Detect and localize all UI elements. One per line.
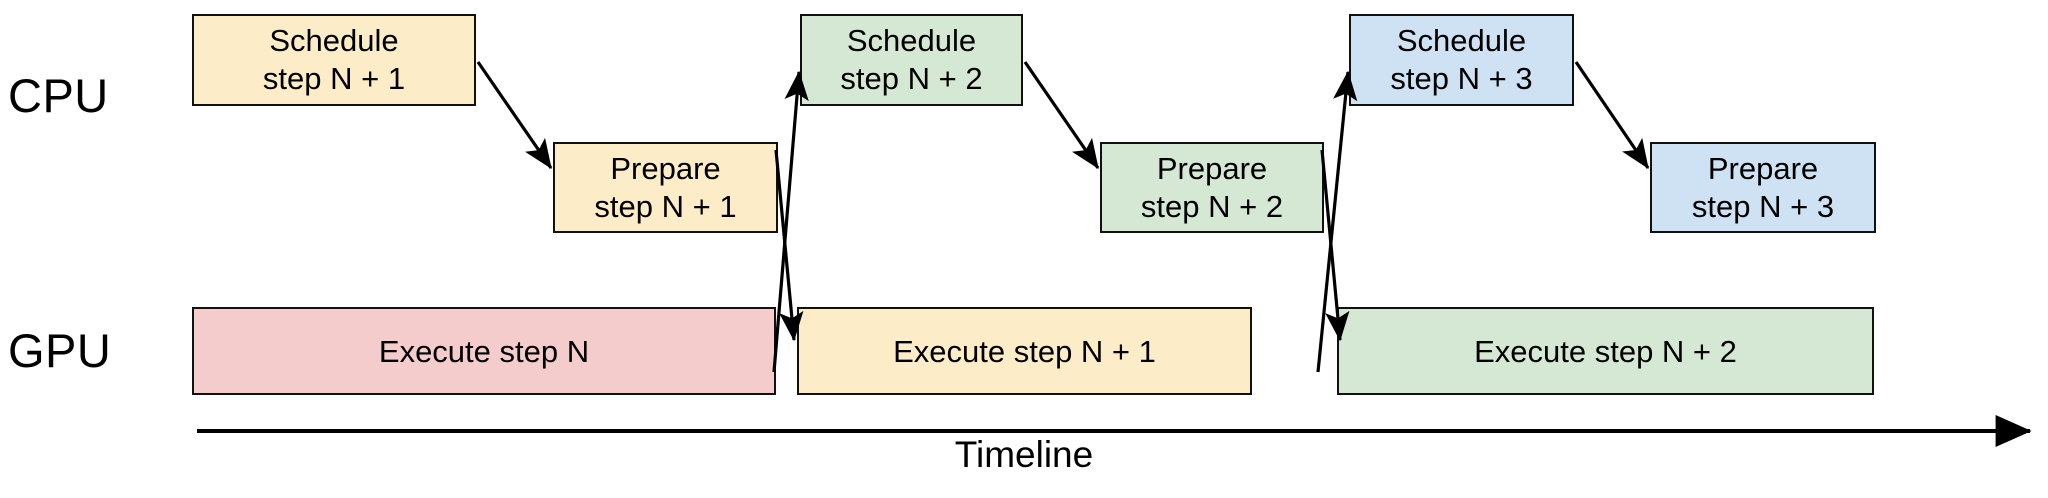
row-label-gpu: GPU [8,324,112,377]
gpu-bar-execute-step-n-plus-1[interactable]: Execute step N + 1 [797,307,1252,395]
task-box-line2: step N + 2 [1140,188,1284,224]
arrow-schedule1-to-prepare1 [476,61,553,170]
row-label-cpu: CPU [8,69,109,122]
gpu-bar-label: Execute step N [378,333,590,369]
task-box-line2: step N + 3 [1691,188,1835,224]
task-box-line1: Schedule [1396,23,1527,59]
gpu-bar-execute-step-n[interactable]: Execute step N [192,307,776,395]
task-box-line2: step N + 1 [594,188,737,224]
task-box-line1: Schedule [846,23,977,59]
arrow-schedule3-to-prepare3 [1574,61,1650,170]
task-box-line1: Prepare [610,150,721,186]
gpu-bar-execute-step-n-plus-2[interactable]: Execute step N + 2 [1337,307,1874,395]
task-box-schedule-n-plus-3[interactable]: Schedule step N + 3 [1349,14,1574,106]
task-box-line2: step N + 2 [840,61,983,96]
gpu-bar-label: Execute step N + 1 [893,333,1156,369]
gpu-bar-label: Execute step N + 2 [1474,333,1737,369]
task-box-line1: Schedule [269,23,399,59]
task-box-line2: step N + 3 [1390,61,1533,96]
task-box-prepare-n-plus-3[interactable]: Prepare step N + 3 [1650,142,1876,233]
task-box-schedule-n-plus-1[interactable]: Schedule step N + 1 [192,14,476,106]
task-box-prepare-n-plus-2[interactable]: Prepare step N + 2 [1100,142,1324,233]
task-box-line2: step N + 1 [262,61,406,96]
task-box-schedule-n-plus-2[interactable]: Schedule step N + 2 [800,14,1023,106]
timeline-label: Timeline [954,434,1094,475]
task-box-line1: Prepare [1156,150,1268,186]
task-box-prepare-n-plus-1[interactable]: Prepare step N + 1 [553,142,778,233]
arrow-prepare1-to-execute2 [774,149,804,342]
arrow-schedule2-to-prepare2 [1023,61,1100,170]
task-box-line1: Prepare [1707,150,1819,186]
